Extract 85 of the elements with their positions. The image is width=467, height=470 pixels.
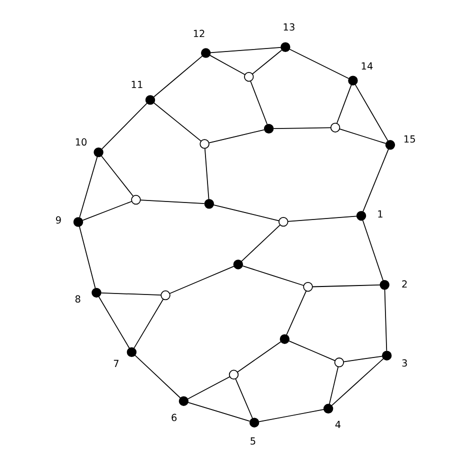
node-label: 3 (401, 358, 408, 370)
node-circle (93, 147, 103, 158)
node-circle (200, 48, 210, 58)
node-circle (160, 290, 170, 300)
node-label: 13 (282, 22, 295, 34)
node-label: 9 (54, 216, 62, 227)
connector (384, 289, 387, 352)
node-label: 5 (249, 436, 256, 448)
node-circle (302, 282, 312, 292)
connector (208, 129, 264, 144)
node-circle (263, 124, 274, 134)
connector (240, 224, 280, 262)
node-circle (322, 404, 333, 414)
connector (204, 148, 209, 200)
connector (100, 155, 133, 196)
node-circle (72, 217, 83, 227)
connector (236, 341, 281, 373)
connector (140, 200, 204, 204)
connector (212, 204, 280, 222)
node-circle (244, 72, 254, 82)
connector (258, 409, 324, 422)
connector (234, 378, 253, 419)
node-label: 2 (400, 280, 408, 291)
connector (168, 266, 234, 294)
node-label: 10 (74, 138, 87, 149)
node-circle (228, 370, 238, 380)
node-label: 11 (130, 80, 143, 91)
connector (288, 48, 349, 79)
node-circle (348, 76, 358, 86)
connector (250, 80, 268, 125)
node-circle (178, 396, 188, 406)
connector (186, 376, 230, 400)
connector (336, 84, 352, 124)
connector (134, 354, 180, 398)
connector (288, 340, 335, 362)
node-circle (330, 122, 340, 132)
connector (286, 216, 357, 222)
node-circle (144, 95, 155, 105)
connector (78, 156, 98, 218)
connector (101, 102, 147, 150)
connector (100, 292, 161, 296)
connector (362, 148, 388, 212)
connector (286, 290, 306, 336)
node-label: 15 (402, 134, 416, 146)
node-label: 6 (170, 412, 177, 424)
connector (362, 220, 384, 282)
connector (242, 266, 304, 286)
connector (209, 47, 281, 54)
node-circle (356, 210, 366, 221)
node-label: 7 (112, 359, 119, 370)
connector (252, 50, 282, 74)
connector (342, 356, 382, 362)
node-label: 4 (334, 420, 341, 432)
node-circle (381, 350, 392, 360)
connector (272, 127, 330, 130)
node-circle (204, 199, 214, 209)
connector (82, 200, 132, 221)
node-circle (91, 288, 101, 298)
node-circle (248, 418, 259, 428)
node-circle (279, 334, 290, 344)
connector (187, 402, 250, 422)
connector (133, 298, 164, 349)
connector (330, 358, 384, 406)
connector (98, 296, 130, 349)
connector (152, 56, 202, 98)
node-circle (126, 347, 136, 357)
connector (312, 284, 380, 288)
connector (209, 54, 245, 76)
node-circle (232, 260, 243, 270)
connector (152, 102, 201, 142)
connector (78, 226, 96, 289)
node-label: 1 (376, 209, 383, 220)
node-circle (379, 280, 389, 290)
node-label: 8 (74, 294, 80, 306)
node-circle (384, 140, 395, 150)
node-circle (130, 194, 140, 205)
node-circle (199, 139, 209, 149)
node-circle (334, 358, 344, 368)
node-label: 12 (192, 28, 205, 40)
node-circle (278, 216, 288, 227)
connector (328, 366, 338, 405)
connector (338, 128, 386, 144)
node-label: 14 (360, 61, 373, 72)
node-circle (280, 42, 290, 52)
connector (354, 84, 388, 142)
